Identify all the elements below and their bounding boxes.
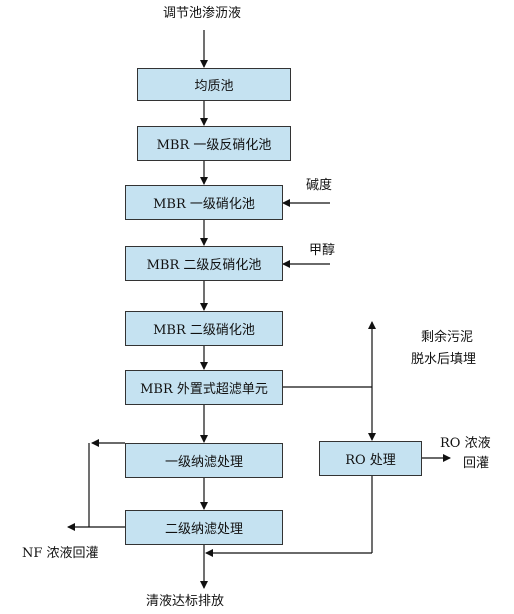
mbr-ultrafiltration-box: MBR 外置式超滤单元 (125, 370, 283, 405)
nf-concentrate-label: NF 浓液回灌 (22, 546, 99, 561)
discharge-label: 清液达标排放 (146, 594, 225, 609)
source-label: 调节池渗沥液 (163, 6, 242, 21)
mbr-denitrification-2-box: MBR 二级反硝化池 (125, 246, 283, 281)
mbr-denitrification-1-box: MBR 一级反硝化池 (137, 126, 291, 161)
alkalinity-label: 碱度 (306, 178, 333, 193)
equalization-tank-box: 均质池 (137, 68, 291, 101)
nanofiltration-2-box: 二级纳滤处理 (125, 510, 283, 545)
nanofiltration-1-box: 一级纳滤处理 (125, 443, 283, 478)
methanol-label: 甲醇 (309, 243, 336, 258)
mbr-nitrification-2-box: MBR 二级硝化池 (125, 311, 283, 346)
mbr-nitrification-1-box: MBR 一级硝化池 (125, 185, 283, 220)
sludge-label-line2: 脱水后填埋 (411, 352, 477, 367)
ro-treatment-box: RO 处理 (319, 441, 422, 476)
ro-concentrate-label-line1: RO 浓液 (440, 436, 491, 451)
ro-concentrate-label-line2: 回灌 (463, 456, 490, 471)
sludge-label-line1: 剩余污泥 (421, 330, 474, 345)
